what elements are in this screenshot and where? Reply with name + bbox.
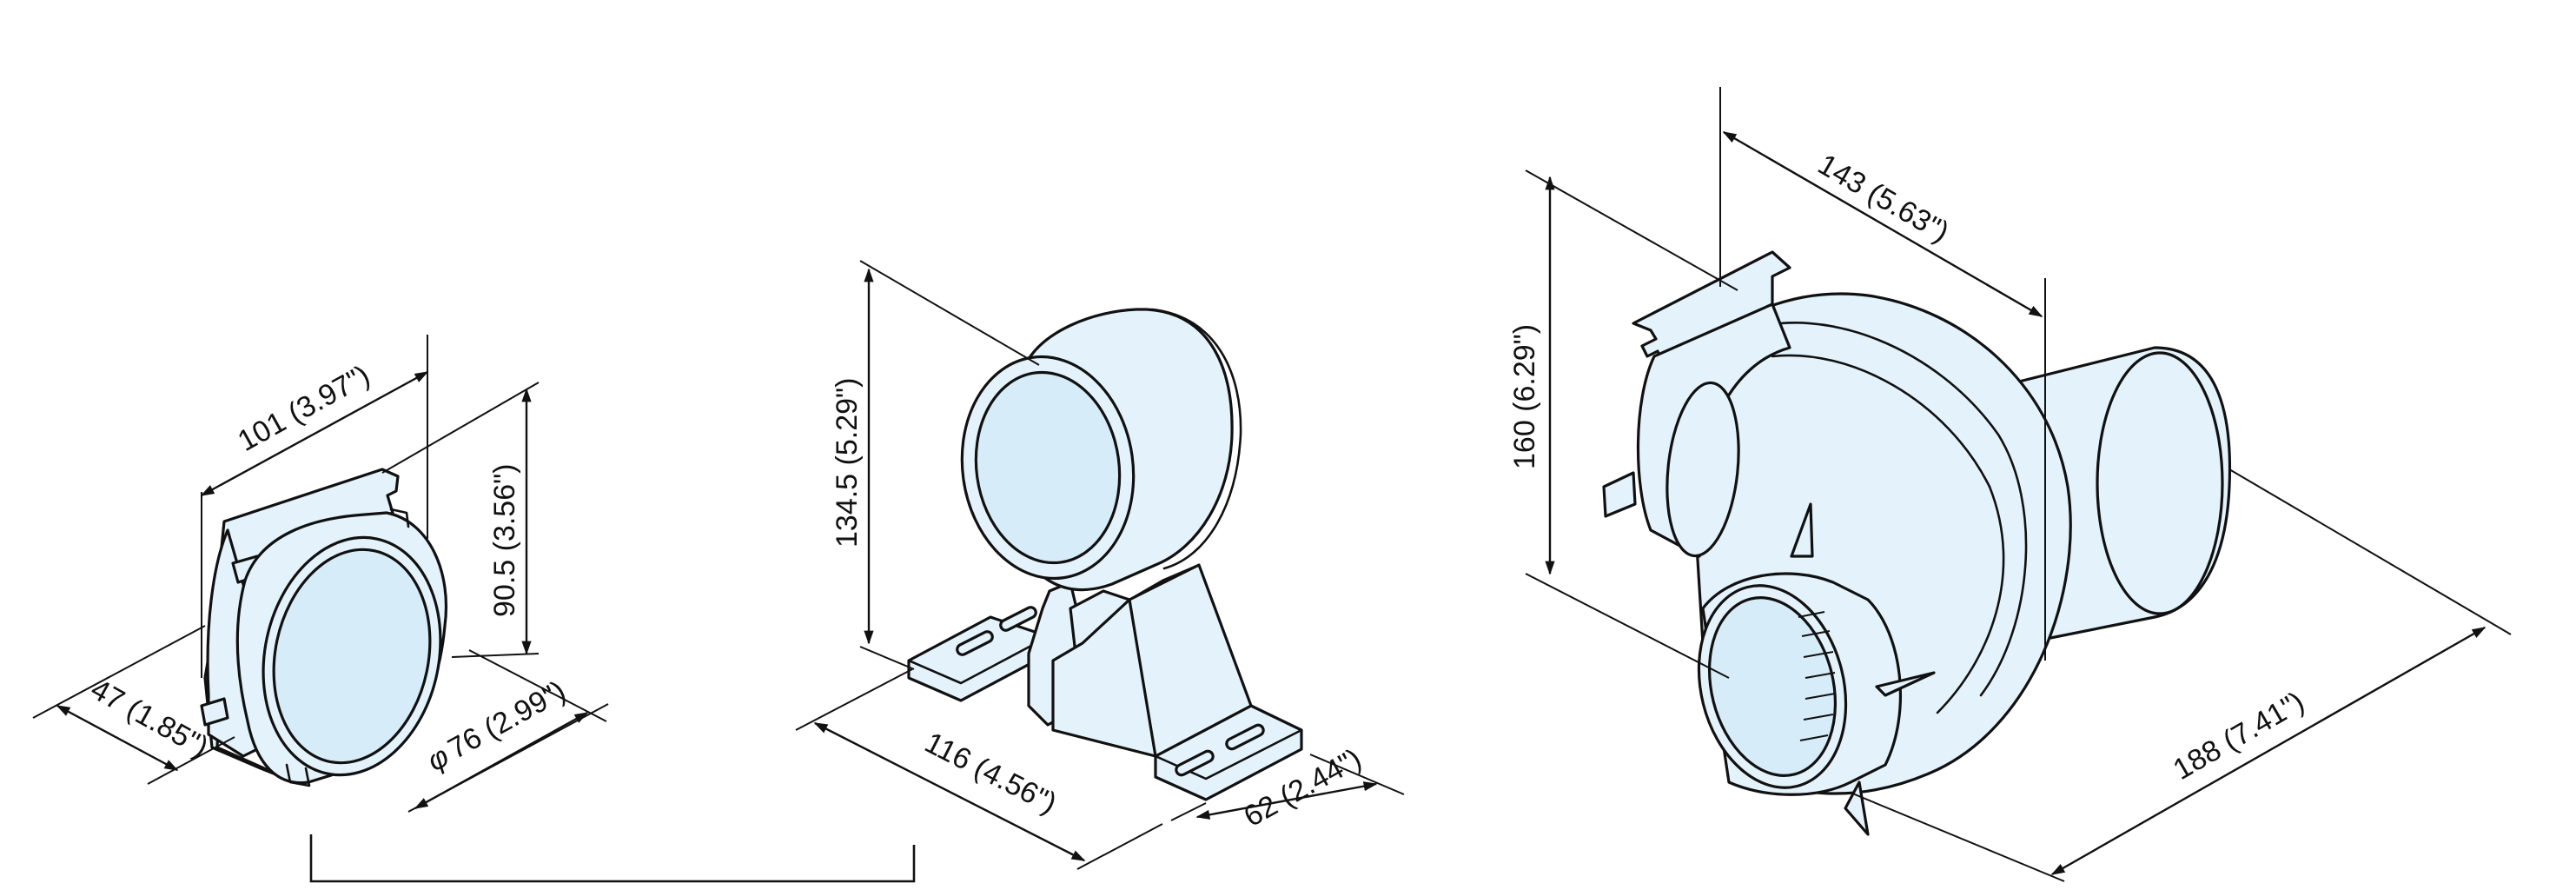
adapter-diameter-dimension-line <box>414 711 589 810</box>
duct-adapter <box>200 468 448 787</box>
blower-fin-bottom <box>1844 780 1870 836</box>
blower-impeller <box>1798 611 1836 741</box>
bracket-slot-4 <box>1225 723 1265 751</box>
bracket-slot-2 <box>999 606 1037 632</box>
blower-motor-cap <box>2096 351 2224 615</box>
bracket-slot-1 <box>956 630 994 656</box>
blower-inlet-opening <box>1707 596 1838 777</box>
adapter-width-label: 101 (3.97") <box>232 359 375 458</box>
bracket-web <box>1051 598 1157 758</box>
bracket-height-label: 134.5 (5.29") <box>831 378 864 548</box>
blower-length-label: 188 (7.41") <box>2168 685 2310 786</box>
blower-top-dimension-line <box>1722 130 2043 318</box>
blower-outlet-opening <box>1665 381 1740 558</box>
blower-fin-side <box>1875 671 1936 697</box>
blower-length-dimension-line <box>2050 626 2487 876</box>
adapter-tab-bottom <box>200 697 229 727</box>
blower-fin-top <box>1790 502 1814 558</box>
blower-unit <box>1602 250 2232 836</box>
adapter-diameter-label: 76 (2.99") <box>442 674 571 766</box>
adapter-width-dimension-line <box>200 370 429 497</box>
blower-outlet-tab <box>1602 471 1637 518</box>
adapter-height-label: 90.5 (3.56") <box>488 463 521 617</box>
grouping-bracket <box>309 834 916 883</box>
blower-height-label: 160 (6.29") <box>1508 324 1541 469</box>
bracket-slot-3 <box>1175 749 1215 777</box>
bracket-foot-left <box>907 615 1044 702</box>
bracket-length-dimension-line <box>813 721 1086 862</box>
bracket-depth-dimension-line <box>1195 781 1378 820</box>
adapter-opening <box>272 548 432 765</box>
bracket-length-label: 116 (4.56") <box>919 726 1062 820</box>
adapter-depth-dimension-line <box>56 704 179 772</box>
mounting-bracket <box>907 308 1303 801</box>
bracket-ring-opening <box>974 370 1122 565</box>
adapter-depth-label: 47 (1.85") <box>85 673 214 764</box>
blower-top-label: 143 (5.63") <box>1812 148 1955 249</box>
